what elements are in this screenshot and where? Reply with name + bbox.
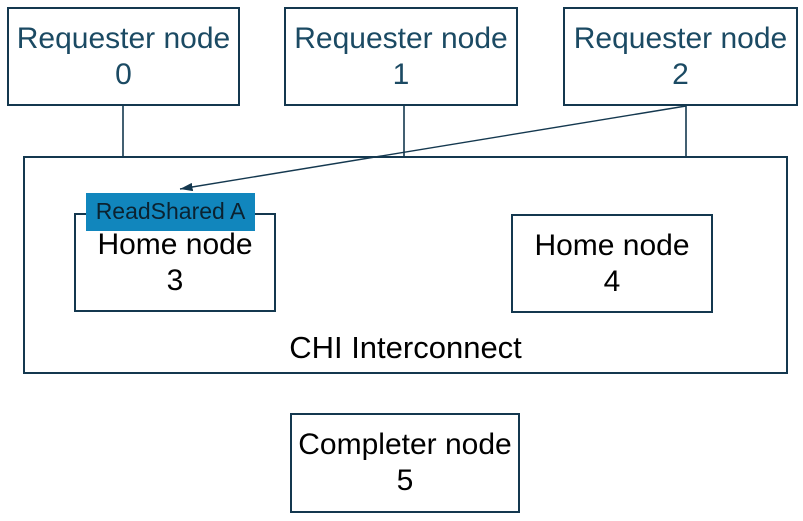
- node-label: Requester node: [16, 21, 231, 55]
- node-number: 5: [396, 464, 414, 497]
- chi-interconnect-box: Home node 3 Home node 4 ReadShared A CHI…: [23, 156, 788, 374]
- node-home-4: Home node 4: [511, 214, 713, 313]
- node-number: 2: [672, 57, 689, 91]
- node-completer-5: Completer node 5: [290, 413, 520, 513]
- node-label: Home node: [534, 228, 690, 262]
- node-number: 3: [166, 263, 184, 297]
- node-requester-0: Requester node 0: [7, 7, 240, 106]
- chi-interconnect-label: CHI Interconnect: [289, 329, 522, 365]
- node-label: Home node: [97, 227, 253, 261]
- node-label: Requester node: [573, 21, 788, 55]
- node-requester-1: Requester node 1: [284, 7, 518, 106]
- node-requester-2: Requester node 2: [563, 7, 798, 106]
- readshared-message-label: ReadShared A: [86, 193, 255, 231]
- node-label: Completer node: [298, 428, 512, 461]
- node-label: Requester node: [294, 21, 508, 55]
- node-number: 1: [392, 57, 410, 91]
- node-number: 4: [603, 264, 621, 298]
- node-number: 0: [115, 57, 132, 91]
